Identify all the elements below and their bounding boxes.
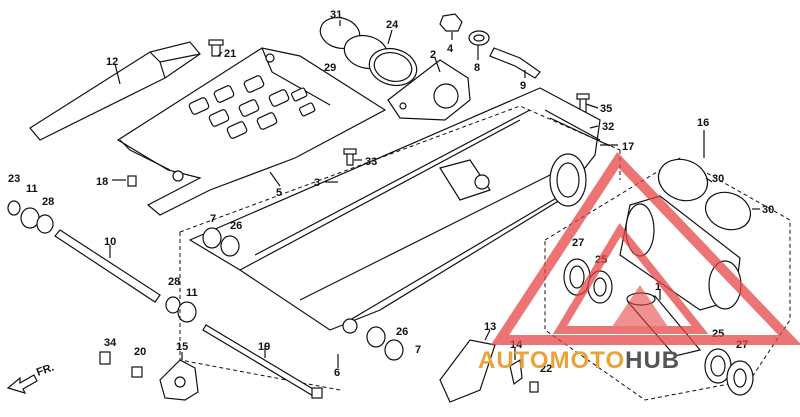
- bolt-34: [99, 351, 111, 365]
- collar-8: [468, 30, 490, 46]
- chain-slider: [29, 41, 201, 141]
- callout-18: 18: [96, 176, 108, 188]
- callout-29: 29: [324, 62, 336, 74]
- callout-27a: 27: [572, 237, 584, 249]
- bolt-21: [208, 39, 224, 57]
- bolt-33: [343, 148, 357, 166]
- long-bolt-19: [202, 324, 323, 399]
- callout-12: 12: [106, 56, 118, 68]
- callout-30b: 30: [762, 204, 774, 216]
- callout-11a: 11: [26, 183, 38, 195]
- callout-28b: 28: [168, 276, 180, 288]
- callout-35: 35: [600, 103, 612, 115]
- plate-2: [387, 59, 471, 121]
- callout-11b: 11: [186, 287, 198, 299]
- front-arrow-icon: [6, 374, 38, 394]
- bolt-22: [529, 381, 539, 393]
- callout-17: 17: [622, 141, 634, 153]
- callout-8: 8: [474, 62, 480, 74]
- bearings-lower: [704, 348, 754, 396]
- callout-1: 1: [655, 281, 661, 293]
- bracket-15: [159, 359, 199, 401]
- callout-26b: 26: [396, 326, 408, 338]
- callout-21: 21: [224, 48, 236, 60]
- callout-20: 20: [134, 346, 146, 358]
- bushings-7-26-upper: [202, 227, 240, 257]
- front-direction-indicator: FR.: [6, 361, 56, 394]
- callout-7a: 7: [210, 213, 216, 225]
- automotohub-watermark: AUTOMOTOHUB: [478, 151, 800, 374]
- callout-10: 10: [104, 236, 116, 248]
- callout-5: 5: [276, 187, 282, 199]
- callout-32: 32: [602, 121, 614, 133]
- callout-28a: 28: [42, 196, 54, 208]
- swingarm: [188, 87, 611, 334]
- watermark-hub: HUB: [625, 347, 680, 374]
- callout-15: 15: [176, 341, 188, 353]
- svg-text:AUTOMOTOHUB: AUTOMOTOHUB: [478, 347, 680, 374]
- front-label: FR.: [35, 361, 56, 378]
- spindle-9: [489, 47, 541, 79]
- chain-guard: [116, 47, 387, 216]
- callout-22: 22: [540, 363, 552, 375]
- callout-16: 16: [697, 117, 709, 129]
- triangle-logo-icon: [490, 151, 800, 345]
- pivot-hardware-left: [7, 200, 54, 234]
- pivot-bolt-10: [54, 229, 161, 303]
- callout-33: 33: [365, 156, 377, 168]
- nut-20: [131, 366, 143, 378]
- callout-4: 4: [447, 43, 454, 55]
- watermark-moto: MOTO: [550, 347, 626, 374]
- bolt-18: [127, 175, 137, 187]
- bushings-7-26-lower: [366, 326, 404, 361]
- callout-31: 31: [330, 9, 342, 21]
- chain-adjuster-13: [439, 339, 496, 403]
- pivot-hardware-right: [165, 296, 197, 323]
- watermark-auto: AUTO: [478, 347, 550, 374]
- callout-6: 6: [334, 367, 340, 379]
- callout-24: 24: [386, 19, 399, 31]
- callout-2: 2: [430, 49, 436, 61]
- o-rings-31-24-29: [319, 17, 418, 87]
- callout-19: 19: [258, 341, 270, 353]
- callout-7b: 7: [415, 344, 421, 356]
- callout-3: 3: [314, 177, 320, 189]
- callout-26a: 26: [230, 220, 242, 232]
- leader-lines: [109, 20, 760, 368]
- callout-13: 13: [484, 321, 496, 333]
- callout-30a: 30: [712, 173, 724, 185]
- callout-labels: 31 24 4 8 9 2 29 12 21 35 32 16 17 33 3 …: [8, 9, 774, 379]
- clip-14: [509, 359, 523, 386]
- callout-34: 34: [104, 337, 117, 349]
- callout-9: 9: [520, 80, 526, 92]
- nut-4: [439, 13, 463, 32]
- callout-23: 23: [8, 173, 20, 185]
